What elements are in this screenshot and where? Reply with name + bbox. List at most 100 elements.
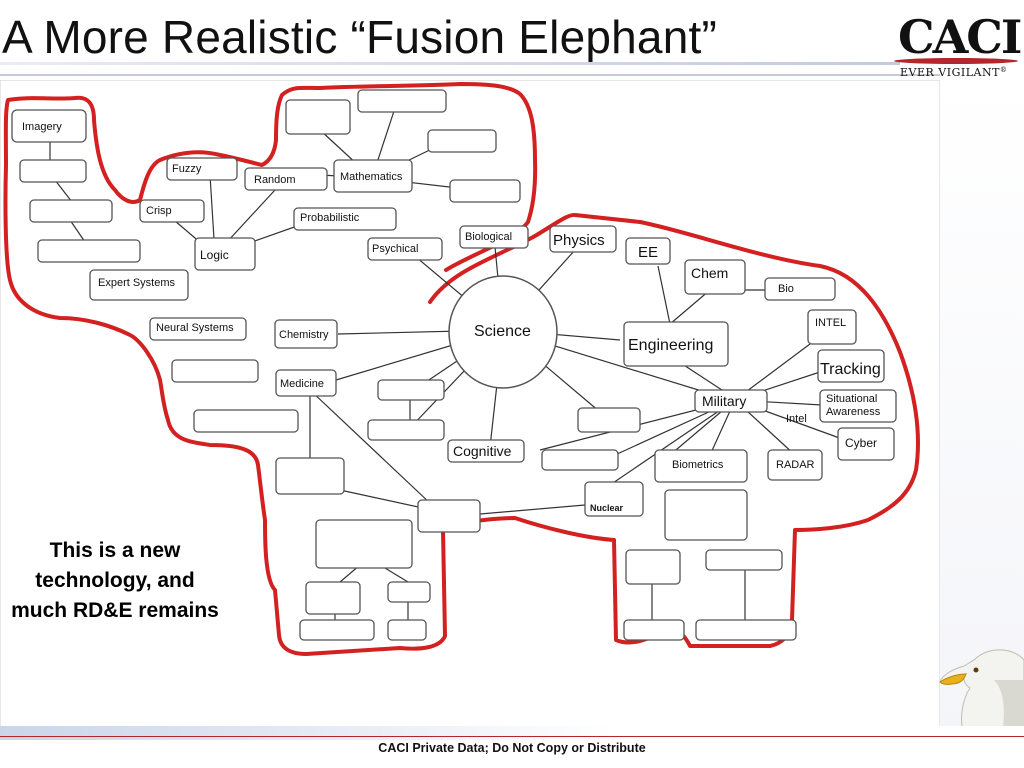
node-nuclear: Nuclear [590, 503, 624, 513]
node-engineering-box [623, 321, 729, 367]
node-chemistry-box [274, 319, 338, 349]
title-band [0, 62, 900, 65]
node-science: Science [474, 323, 531, 340]
empty-node [664, 489, 748, 541]
node-fuzzy-box [166, 157, 238, 181]
node-situational-awareness-line1: Situational [826, 393, 877, 405]
diagram-frame [0, 80, 940, 730]
node-military: Military [702, 393, 746, 409]
node-logic: Logic [200, 248, 229, 262]
empty-node [29, 199, 113, 223]
node-chemistry: Chemistry [279, 329, 329, 341]
node-biometrics: Biometrics [672, 459, 724, 471]
node-chem-box [684, 259, 746, 295]
empty-node [625, 549, 681, 585]
empty-node [387, 581, 431, 603]
empty-node [387, 619, 427, 641]
node-tracking-box [817, 349, 885, 383]
node-ee: EE [638, 244, 658, 261]
empty-node [541, 449, 619, 471]
empty-node [377, 379, 445, 401]
node-biometrics-box [654, 449, 748, 483]
node-cyber: Cyber [845, 436, 877, 450]
empty-node [367, 419, 445, 441]
empty-node [357, 89, 447, 113]
logo-swoosh [894, 58, 1018, 64]
empty-node [193, 409, 299, 433]
footer-band [0, 726, 1024, 740]
node-engineering: Engineering [628, 337, 713, 354]
fusion-elephant-diagram: Imagery Fuzzy Random Mathematics Crisp P… [0, 80, 940, 730]
empty-node [299, 619, 375, 641]
node-probabilistic: Probabilistic [300, 212, 360, 224]
node-logic-box [194, 237, 256, 271]
side-note: This is a new technology, and much RD&E … [11, 539, 219, 622]
node-mathematics: Mathematics [340, 171, 403, 183]
node-ee-box [625, 237, 671, 265]
node-nuclear-box [584, 481, 644, 517]
empty-node [577, 407, 641, 433]
node-situational-awareness-line2: Awareness [826, 406, 881, 418]
node-intel-box [807, 309, 857, 345]
title-rule [0, 74, 940, 76]
logo-wordmark: CACI [898, 10, 1022, 64]
footer-notice: CACI Private Data; Do Not Copy or Distri… [378, 741, 646, 755]
eagle-image [939, 649, 1024, 735]
node-crisp-box [139, 199, 205, 223]
node-neural-systems-box [149, 317, 247, 341]
node-neural-systems: Neural Systems [156, 322, 234, 334]
right-panel [940, 80, 1024, 730]
node-imagery: Imagery [22, 121, 62, 133]
empty-node [449, 179, 521, 203]
node-intel-box-label: INTEL [815, 317, 846, 329]
empty-node [19, 159, 87, 183]
empty-node [275, 457, 345, 495]
node-crisp: Crisp [146, 205, 172, 217]
node-military-box [694, 389, 768, 413]
node-imagery-box [11, 109, 87, 143]
empty-node [171, 359, 259, 383]
node-boxes [11, 89, 897, 641]
node-cyber-box [837, 427, 895, 461]
empty-node [285, 99, 351, 135]
node-expert-systems-box [89, 269, 189, 301]
empty-node [705, 549, 783, 571]
empty-node [417, 499, 481, 533]
node-intel-label: Intel [786, 413, 807, 425]
node-psychical: Psychical [372, 243, 418, 255]
elephant-outline [3, 82, 920, 656]
node-labels: Imagery Fuzzy Random Mathematics Crisp P… [22, 121, 881, 513]
logo-tagline: EVER VIGILANT® [900, 66, 1007, 79]
node-biological-box [459, 225, 529, 249]
node-medicine-box [275, 369, 337, 397]
node-bio-box [764, 277, 836, 301]
node-expert-systems: Expert Systems [98, 277, 176, 289]
node-science-circle [448, 275, 558, 389]
empty-node [695, 619, 797, 641]
logo-trademark: ® [999, 66, 1008, 74]
node-bio: Bio [778, 283, 794, 295]
node-random: Random [254, 174, 296, 186]
node-biological: Biological [465, 231, 512, 243]
node-fuzzy: Fuzzy [172, 163, 202, 175]
logo-tagline-text: EVER VIGILANT [900, 66, 1000, 79]
node-tracking: Tracking [820, 361, 881, 378]
node-medicine: Medicine [280, 378, 324, 390]
empty-node [37, 239, 141, 263]
footer-rule [0, 736, 1024, 737]
node-physics-box [549, 225, 617, 253]
node-chem: Chem [691, 265, 728, 281]
node-radar-box [767, 449, 823, 481]
node-psychical-box [367, 237, 443, 261]
node-random-box [244, 167, 328, 191]
empty-node [315, 519, 413, 569]
node-probabilistic-box [293, 207, 397, 231]
node-radar: RADAR [776, 459, 815, 471]
caci-logo: CACI EVER VIGILANT® [894, 10, 1022, 80]
node-cognitive: Cognitive [453, 443, 512, 459]
empty-node [623, 619, 685, 641]
node-cognitive-box [447, 439, 525, 463]
empty-node [305, 581, 361, 615]
slide-title: A More Realistic “Fusion Elephant” [2, 11, 717, 63]
node-mathematics-box [333, 159, 413, 193]
